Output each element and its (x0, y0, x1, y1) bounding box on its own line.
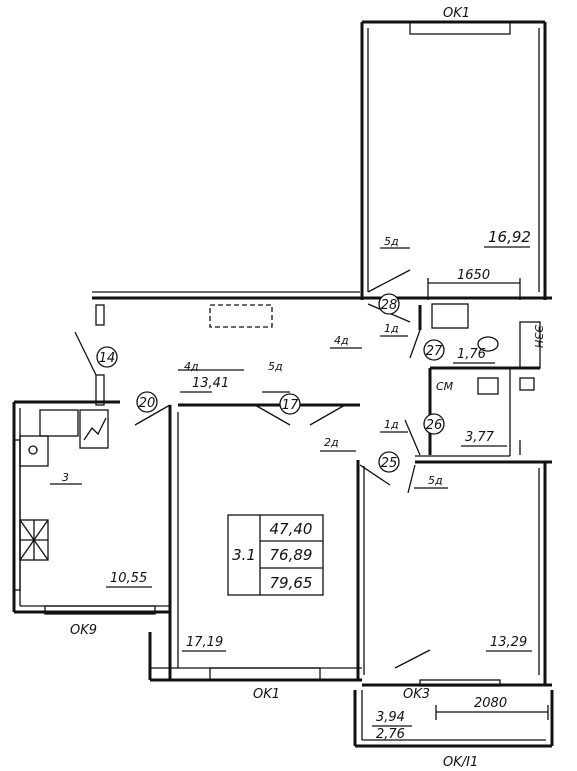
window-label-top: OK1 (443, 6, 470, 21)
marker-20: 20 (139, 396, 156, 411)
dimension-2080: 2080 (474, 696, 507, 711)
door-label-4d-hall: 4д (184, 360, 199, 373)
marker-circle-26 (423, 413, 445, 435)
bath-fixture (519, 377, 535, 391)
bath-sink (477, 377, 499, 395)
window-living (209, 667, 321, 681)
summary-total-area: 76,89 (270, 546, 313, 564)
radiator (79, 409, 109, 449)
door-label-2d: 2д (324, 436, 339, 449)
marker-27: 27 (426, 344, 443, 359)
dimension-lines (178, 247, 549, 720)
stove (19, 435, 49, 467)
sink (39, 409, 79, 437)
door-leaf-26 (404, 419, 421, 456)
window-kitchen-side (13, 439, 21, 591)
summary-code: 3.1 (232, 546, 256, 564)
window-top (409, 21, 511, 35)
room-hall-area: 13,41 (192, 376, 229, 391)
door-leaf-25 (359, 464, 391, 486)
room-wc-area: 1,76 (457, 347, 486, 362)
wardrobe (209, 304, 273, 328)
apartment-summary: 3.1 47,40 76,89 79,65 (227, 514, 324, 596)
marker-circle-14 (96, 346, 118, 368)
kitchen-label: 3 (62, 471, 69, 484)
door-label-1d-wc: 1д (384, 322, 399, 335)
marker-circle-27 (423, 339, 445, 361)
marker-14: 14 (99, 351, 116, 366)
room-living-area: 17,19 (186, 635, 223, 650)
window-label-loggia: OK/I1 (443, 755, 478, 770)
marker-circle-20 (136, 391, 158, 413)
door-leaf-25b (407, 464, 416, 494)
window-kitchen (44, 605, 156, 615)
marker-26: 26 (426, 418, 443, 433)
room-loggia-area: 3,94 (376, 710, 405, 725)
room-loggia-reduced-area: 2,76 (376, 727, 405, 742)
marker-circle-28 (378, 293, 400, 315)
wc-sink (431, 303, 469, 329)
window-label-bedroom: OK3 (403, 687, 430, 702)
bath-label: СМ (436, 380, 454, 393)
radiator-symbol (83, 417, 107, 441)
marker-circle-25 (378, 451, 400, 473)
dimension-1650: 1650 (457, 268, 490, 283)
summary-living-area: 47,40 (270, 520, 313, 538)
wall-stub (95, 304, 105, 326)
room-bath-area: 3,77 (465, 430, 495, 445)
door-leaf-14 (74, 331, 97, 376)
fixtures (19, 303, 541, 561)
door-label-5d-bottom: 5д (428, 474, 443, 487)
door-label-5d-top: 5д (384, 235, 399, 248)
summary-total-with-loggia: 79,65 (270, 574, 313, 592)
column (95, 374, 105, 406)
door-leaf-17b (309, 404, 346, 426)
doors (74, 269, 431, 669)
toilet (477, 336, 499, 352)
door-leaf-27 (409, 329, 421, 359)
room-kitchen-area: 10,55 (110, 571, 147, 586)
room-bedroom-bottom-area: 13,29 (490, 635, 527, 650)
door-labels: 5д 4д 1д 4д 5д 2д 1д 5д 3 СМ ЭЗН (50, 235, 545, 489)
vent-label: ЭЗН (532, 324, 545, 348)
window-bedroom (419, 679, 501, 687)
door-label-5d-hall: 5д (268, 360, 283, 373)
marker-25: 25 (381, 456, 398, 471)
windows (13, 21, 511, 687)
markers: 28 27 14 20 17 26 25 (96, 293, 445, 473)
stove-burner (28, 445, 38, 455)
window-label-living: OK1 (253, 687, 280, 702)
door-leaf-5 (367, 269, 411, 293)
window-labels: OK1 OK1 OK9 OK3 OK/I1 1650 2080 (70, 6, 507, 770)
marker-28: 28 (381, 298, 398, 313)
marker-17: 17 (282, 398, 299, 413)
door-leaf-17a (254, 404, 291, 426)
room-bedroom-top-area: 16,92 (488, 228, 531, 246)
door-leaf-bedroom (394, 649, 431, 669)
room-labels: 16,92 13,41 10,55 17,19 13,29 3,77 1,76 … (106, 228, 532, 742)
door-label-1d-bath: 1д (384, 418, 399, 431)
window-label-kitchen: OK9 (70, 623, 97, 638)
marker-circle-17 (279, 393, 301, 415)
door-leaf-20 (134, 404, 171, 426)
vent-shaft (519, 321, 541, 369)
door-label-4d-right: 4д (334, 334, 349, 347)
